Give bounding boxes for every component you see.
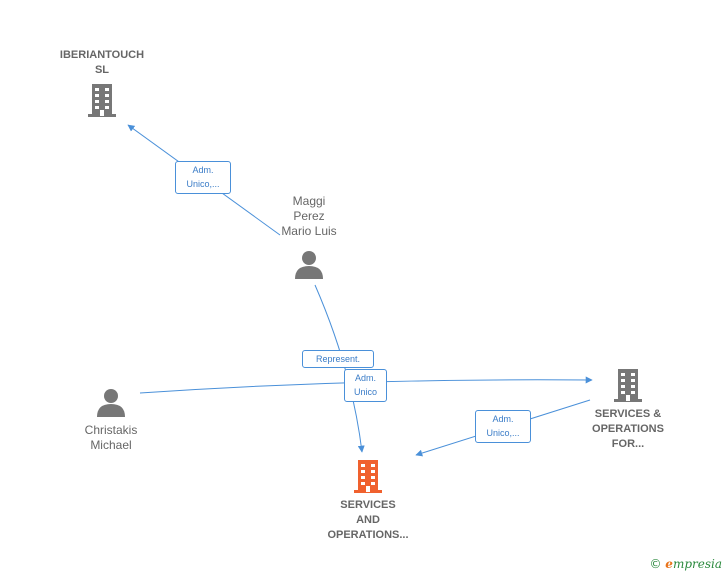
edge-label-line: Unico,... [186,179,220,189]
edge-label-adm-unico-services-for[interactable]: Adm. Unico,... [475,410,531,443]
node-label: AND [356,514,380,526]
node-services-and-operations[interactable]: SERVICES AND OPERATIONS... [310,458,426,543]
building-icon [88,84,116,117]
edge-label-line: Represent. [315,354,361,364]
edge-label-line: Adm. [354,373,376,383]
empresia-logo[interactable]: © empresia [649,557,722,571]
person-icon [97,389,125,417]
node-maggi[interactable]: Maggi Perez Mario Luis [262,194,356,279]
edge-label-adm-unico-christakis[interactable]: Adm. Unico [344,369,387,402]
node-label: SL [94,64,110,76]
edge-label-line: Adm. [492,414,514,424]
node-label: FOR... [611,438,645,450]
node-label: Perez [293,209,325,223]
edge-label-line: Unico,... [486,428,520,438]
node-label: Maggi [292,194,326,208]
node-services-operations-for[interactable]: SERVICES & OPERATIONS FOR... [580,367,676,452]
building-icon [614,369,642,402]
person-icon [295,251,323,279]
edge-label-line: Adm. [192,165,214,175]
brand-initial: e [665,557,673,571]
node-label: SERVICES [340,499,396,511]
brand-name: mpresia [672,557,722,571]
copyright-icon: © [649,557,662,571]
edge-label-line: Unico [353,387,377,397]
node-label: Christakis [84,423,138,437]
edge-label-adm-unico-iberian[interactable]: Adm. Unico,... [175,161,231,194]
edge-label-represent[interactable]: Represent. [302,350,374,368]
node-christakis[interactable]: Christakis Michael [66,387,156,453]
node-label: Michael [90,438,132,452]
node-label: SERVICES & [594,408,662,420]
node-label: IBERIANTOUCH [59,49,145,61]
building-icon [354,460,382,493]
node-iberiantouch[interactable]: IBERIANTOUCH SL [50,48,154,118]
node-label: OPERATIONS... [327,529,409,541]
node-label: OPERATIONS [592,423,664,435]
node-label: Mario Luis [281,224,337,238]
